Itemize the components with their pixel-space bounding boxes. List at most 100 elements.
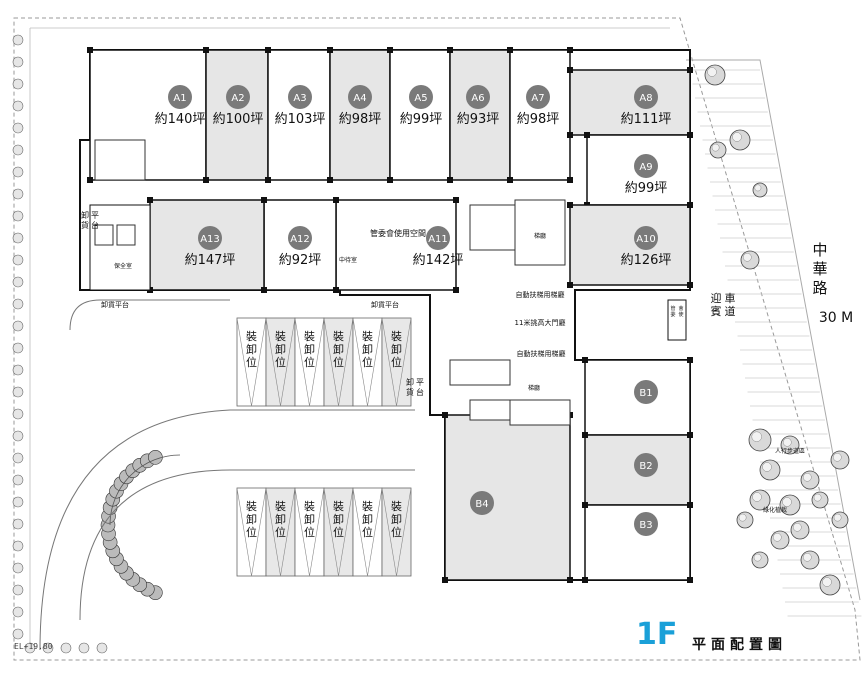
loading-bay-label: 裝 <box>391 500 402 513</box>
toilet-block <box>449 359 511 386</box>
road-name: 華 <box>812 260 827 278</box>
unit-id-a8: A8 <box>639 93 652 104</box>
column-mark <box>567 132 573 138</box>
waiting-room-label: 中待室 <box>339 256 357 264</box>
bay-line <box>236 317 267 407</box>
loading-bay-label: 位 <box>333 355 344 369</box>
unit-area-a1: 約140坪 <box>155 112 206 127</box>
column-mark <box>507 177 513 183</box>
unit-badge <box>288 226 312 250</box>
unit-id-a9: A9 <box>639 162 652 173</box>
column-mark <box>687 577 693 583</box>
elevator-box <box>469 399 511 421</box>
tree-icon <box>24 642 36 654</box>
unit-a5-room <box>389 49 451 181</box>
loading-bay-label: 裝 <box>246 330 257 343</box>
unit-badge <box>168 85 192 109</box>
unit-area-a10: 約126坪 <box>621 253 672 268</box>
tree-icon <box>12 166 24 178</box>
guest-lane-label: 賓 <box>711 304 722 318</box>
loading-bay <box>323 317 354 407</box>
tree-icon <box>12 540 24 552</box>
column-mark <box>567 67 573 73</box>
loading-bay <box>265 487 296 577</box>
unit-badge <box>634 154 658 178</box>
tree-icon <box>752 492 762 502</box>
bay-line <box>381 487 412 577</box>
tree-icon <box>12 628 24 640</box>
toilet-block <box>469 204 516 251</box>
column-mark <box>261 197 267 203</box>
tree-icon <box>12 364 24 376</box>
tree-icon <box>12 562 24 574</box>
column-mark <box>327 177 333 183</box>
column-mark <box>567 177 573 183</box>
loading-platform-label: 貨 <box>406 387 414 397</box>
column-mark <box>203 47 209 53</box>
loading-bay-label: 位 <box>246 525 257 539</box>
bay-line <box>323 487 354 577</box>
column-mark <box>333 197 339 203</box>
column-mark <box>442 577 448 583</box>
loading-platform-label: 卸 <box>406 377 414 387</box>
unit-badge <box>526 85 550 109</box>
loading-bay-label: 位 <box>275 525 286 539</box>
tree-icon <box>12 254 24 266</box>
unit-badge <box>634 85 658 109</box>
unit-id-b2: B2 <box>639 461 652 472</box>
loading-platform-label: 平 <box>416 378 424 387</box>
management-room-label: 會 <box>678 305 683 312</box>
unit-id-a4: A4 <box>353 93 366 104</box>
tree-icon <box>822 577 832 587</box>
loading-platform-label: 平 <box>91 211 99 220</box>
tree-icon <box>751 431 762 442</box>
unit-badge <box>348 85 372 109</box>
loading-bay-label: 卸 <box>246 512 257 526</box>
bay-line <box>294 317 325 407</box>
bay-line <box>265 487 296 577</box>
tree-icon <box>833 513 842 522</box>
tree-icon <box>773 533 782 542</box>
column-mark <box>453 287 459 293</box>
loading-bay-label: 裝 <box>362 500 373 513</box>
tree-icon <box>12 34 24 46</box>
unit-a7 <box>507 47 573 183</box>
unit-a4 <box>327 47 393 183</box>
column-mark <box>261 287 267 293</box>
unit-a8 <box>567 67 693 138</box>
unit-badge <box>634 453 658 477</box>
column-mark <box>447 177 453 183</box>
loading-bay <box>381 487 412 577</box>
lobby-room <box>514 199 566 266</box>
tree-icon <box>738 513 747 522</box>
bay-line <box>323 317 354 407</box>
loading-bay-label: 卸 <box>333 342 344 356</box>
column-mark <box>687 132 693 138</box>
column-mark <box>582 432 588 438</box>
column-mark <box>327 47 333 53</box>
loading-bay <box>265 317 296 407</box>
road-edge <box>686 59 861 601</box>
unit-area-a11: 約142坪 <box>413 253 464 268</box>
unit-badge <box>634 226 658 250</box>
unit-area-a5: 約99坪 <box>400 112 443 127</box>
column-mark <box>567 282 573 288</box>
plan-title: 平面配置圖 <box>692 637 787 653</box>
green-label: 綠化植栽 <box>763 506 787 514</box>
loading-bay-label: 位 <box>275 355 286 369</box>
bay-line <box>381 317 412 407</box>
security-label: 保全室 <box>114 262 132 270</box>
unit-badge <box>409 85 433 109</box>
column-mark <box>567 577 573 583</box>
unit-a10 <box>567 202 693 288</box>
unit-area-a9: 約99坪 <box>625 181 668 196</box>
tree-icon <box>813 493 822 502</box>
tree-icon <box>833 453 842 462</box>
tree-icon <box>803 473 812 482</box>
guest-lane-label: 迎 <box>711 292 722 305</box>
loading-bay-label: 位 <box>246 355 257 369</box>
bay-line <box>294 487 325 577</box>
column-mark <box>567 202 573 208</box>
loading-platform-label: 台 <box>91 220 99 230</box>
loading-bay-label: 裝 <box>333 330 344 343</box>
